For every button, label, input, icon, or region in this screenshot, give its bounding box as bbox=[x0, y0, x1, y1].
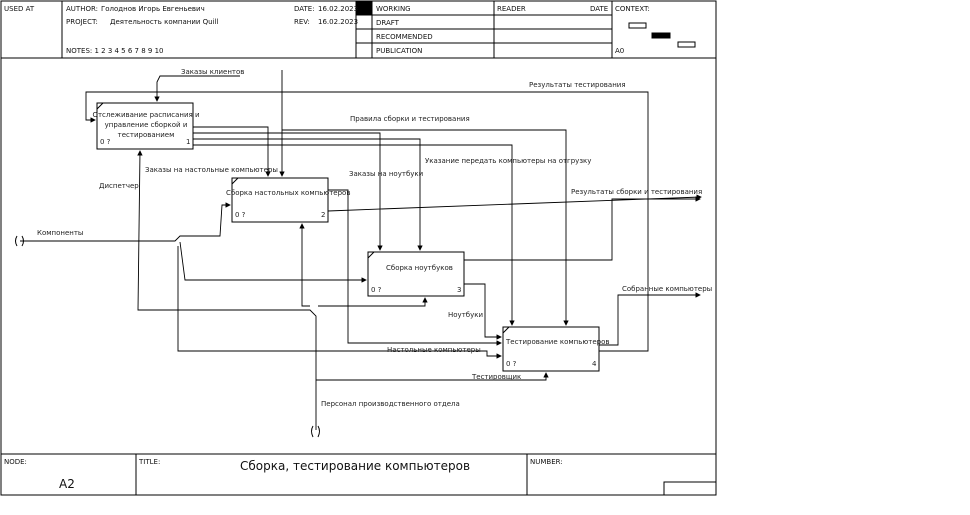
box-4[interactable] bbox=[502, 326, 600, 372]
box-3-label: Сборка ноутбуков bbox=[386, 264, 453, 272]
rev-label: REV: bbox=[294, 18, 310, 26]
arrows bbox=[20, 70, 702, 430]
box-1-label: Отслеживание расписания и управление сбо… bbox=[92, 111, 200, 139]
reader-date-label: DATE bbox=[590, 5, 609, 13]
node-label: NODE: bbox=[4, 458, 27, 466]
notes-label: NOTES: 1 2 3 4 5 6 7 8 9 10 bbox=[66, 47, 164, 55]
reader-label: READER bbox=[497, 5, 526, 13]
box-3-cost: 0 ? bbox=[371, 286, 382, 294]
diagram-title: Сборка, тестирование компьютеров bbox=[240, 459, 471, 473]
context-node: A0 bbox=[615, 47, 625, 55]
date-value: 16.02.2023 bbox=[318, 5, 359, 13]
status-draft: DRAFT bbox=[376, 19, 399, 27]
arrow-label-laptop-orders: Заказы на ноутбуки bbox=[349, 170, 424, 178]
box-4-label: Тестирование компьютеров bbox=[506, 338, 610, 346]
arrow-label-test-results: Результаты тестирования bbox=[529, 81, 626, 89]
author-value: Голоднов Игорь Евгеньевич bbox=[101, 5, 205, 13]
arrow-label-build-rules: Правила сборки и тестирования bbox=[350, 115, 470, 123]
box-3[interactable] bbox=[367, 251, 465, 297]
status-working: WORKING bbox=[376, 5, 411, 13]
context-label: CONTEXT: bbox=[615, 5, 650, 13]
arrow-label-laptops: Ноутбуки bbox=[448, 311, 484, 319]
project-label: PROJECT: bbox=[66, 18, 98, 26]
box-4-cost: 0 ? bbox=[506, 360, 517, 368]
node-value: A2 bbox=[59, 477, 75, 491]
arrow-label-assembled: Собранные компьютеры bbox=[622, 285, 713, 293]
rev-value: 16.02.2023 bbox=[318, 18, 359, 26]
arrow-label-ship-instruction: Указание передать компьютеры на отгрузку bbox=[425, 157, 592, 165]
status-publication: PUBLICATION bbox=[376, 47, 423, 55]
arrow-label-build-results: Результаты сборки и тестирования bbox=[571, 188, 703, 196]
box-1-cost: 0 ? bbox=[100, 138, 111, 146]
box-1[interactable] bbox=[96, 102, 194, 150]
arrow-label-components: Компоненты bbox=[37, 229, 84, 237]
used-at-label: USED AT bbox=[4, 5, 35, 13]
box-2-cost: 0 ? bbox=[235, 211, 246, 219]
tunnel-markers bbox=[15, 235, 320, 438]
box-2-number: 2 bbox=[321, 211, 326, 219]
status-recommended: RECOMMENDED bbox=[376, 33, 433, 41]
box-4-number: 4 bbox=[592, 360, 597, 368]
box-1-number: 1 bbox=[186, 138, 191, 146]
arrow-label-desktop-orders: Заказы на настольные компьютеры bbox=[145, 166, 278, 174]
box-2[interactable] bbox=[231, 177, 329, 223]
project-value: Деятельность компании Quill bbox=[110, 18, 219, 26]
title-label: TITLE: bbox=[139, 458, 161, 466]
arrow-label-dispatcher: Диспетчер bbox=[99, 182, 139, 190]
number-label: NUMBER: bbox=[530, 458, 563, 466]
form-frame bbox=[0, 0, 717, 496]
arrow-label-desktops: Настольные компьютеры bbox=[387, 346, 481, 354]
box-2-label: Сборка настольных компьютеров bbox=[226, 189, 351, 197]
arrow-label-client-orders: Заказы клиентов bbox=[181, 68, 245, 76]
box-3-number: 3 bbox=[457, 286, 462, 294]
arrow-label-staff: Персонал производственного отдела bbox=[321, 400, 460, 408]
activity-boxes bbox=[96, 102, 600, 372]
arrow-label-testers: Тестировщик bbox=[472, 373, 522, 381]
date-label: DATE: bbox=[294, 5, 315, 13]
author-label: AUTHOR: bbox=[66, 5, 98, 13]
